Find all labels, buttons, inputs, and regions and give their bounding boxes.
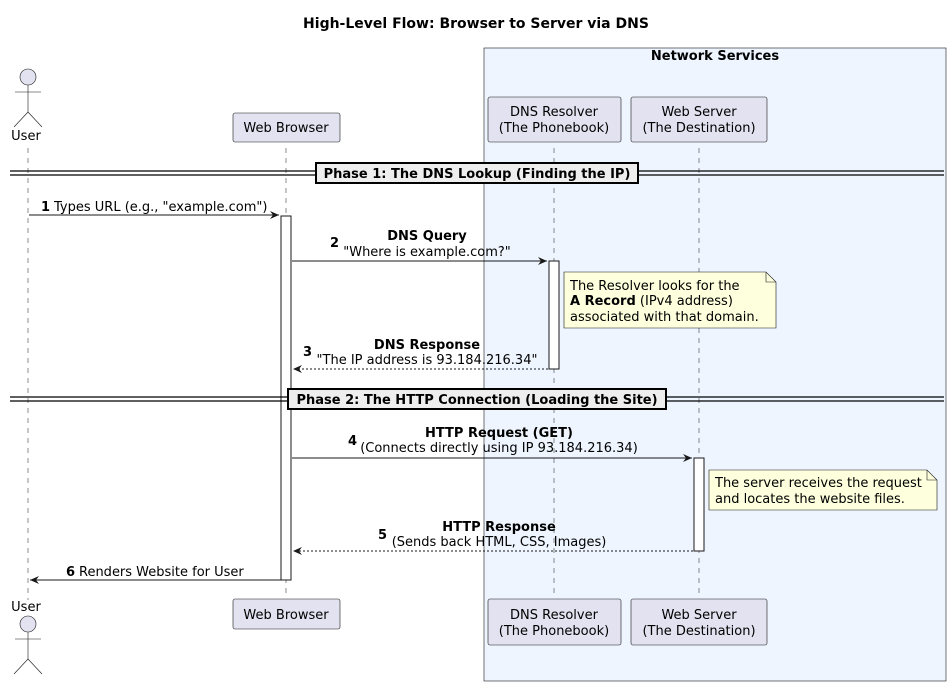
server-label-bottom-1: Web Server: [661, 608, 737, 623]
message-2-number: 2: [330, 236, 339, 251]
message-3-text: "The IP address is 93.184.216.34": [317, 353, 538, 368]
user-label-bottom: User: [11, 600, 41, 615]
server-label-top-2: (The Destination): [642, 121, 755, 136]
dns-note: The Resolver looks for the A Record (IPv…: [563, 271, 777, 329]
dns-note-line-3: associated with that domain.: [570, 310, 759, 325]
phase-2-label: Phase 2: The HTTP Connection (Loading th…: [296, 393, 657, 408]
server-participant-top: [630, 96, 768, 143]
server-label-bottom-2: (The Destination): [642, 624, 755, 639]
phase-1-label: Phase 1: The DNS Lookup (Finding the IP): [324, 167, 631, 182]
server-note-line-2: and locates the website files.: [715, 492, 905, 507]
message-6-number: 6: [66, 565, 75, 580]
message-5-title: HTTP Response: [442, 520, 556, 535]
phase-1-divider: Phase 1: The DNS Lookup (Finding the IP): [10, 162, 944, 184]
server-note-line-1: The server receives the request: [714, 476, 922, 491]
dns-note-bold: A Record: [570, 294, 636, 309]
dns-label-bottom-1: DNS Resolver: [510, 608, 599, 623]
user-actor-bottom: [13, 615, 43, 675]
network-services-label: Network Services: [651, 49, 779, 64]
server-label-top-1: Web Server: [661, 105, 737, 120]
dns-note-line-1: The Resolver looks for the: [569, 279, 740, 294]
message-5-number: 5: [378, 528, 387, 543]
network-services-box: [483, 47, 947, 682]
server-note: The server receives the request and loca…: [708, 469, 938, 511]
message-2-title: DNS Query: [387, 229, 467, 244]
dns-participant-top: [487, 96, 622, 143]
message-1-number: 1: [41, 200, 50, 215]
browser-label-top: Web Browser: [243, 121, 329, 136]
phase-2-divider: Phase 2: The HTTP Connection (Loading th…: [10, 388, 944, 410]
browser-label-bottom: Web Browser: [243, 608, 329, 623]
server-activation: [693, 457, 705, 552]
message-4-title: HTTP Request (GET): [425, 426, 573, 441]
message-4-number: 4: [348, 434, 357, 449]
message-4-text: (Connects directly using IP 93.184.216.3…: [360, 441, 638, 456]
message-3-number: 3: [303, 345, 312, 360]
message-2-text: "Where is example.com?": [343, 245, 511, 260]
message-5-text: (Sends back HTML, CSS, Images): [392, 535, 607, 550]
dns-label-bottom-2: (The Phonebook): [499, 624, 609, 639]
dns-label-top-2: (The Phonebook): [499, 121, 609, 136]
browser-participant-bottom: [232, 598, 341, 630]
message-6-text: Renders Website for User: [79, 565, 244, 580]
dns-activation: [548, 260, 560, 370]
user-label-top: User: [11, 129, 41, 144]
user-actor-top: [13, 68, 43, 128]
message-1-text: Types URL (e.g., "example.com"): [53, 200, 267, 215]
message-3-title: DNS Response: [374, 338, 480, 353]
diagram-title: High-Level Flow: Browser to Server via D…: [303, 16, 649, 32]
dns-label-top-1: DNS Resolver: [510, 105, 599, 120]
dns-participant-bottom: [487, 598, 622, 646]
dns-note-line-2: (IPv4 address): [636, 294, 733, 309]
server-participant-bottom: [630, 598, 768, 646]
svg-text:A Record (IPv4 address): A Record (IPv4 address): [570, 294, 733, 309]
browser-participant-top: [232, 112, 341, 143]
